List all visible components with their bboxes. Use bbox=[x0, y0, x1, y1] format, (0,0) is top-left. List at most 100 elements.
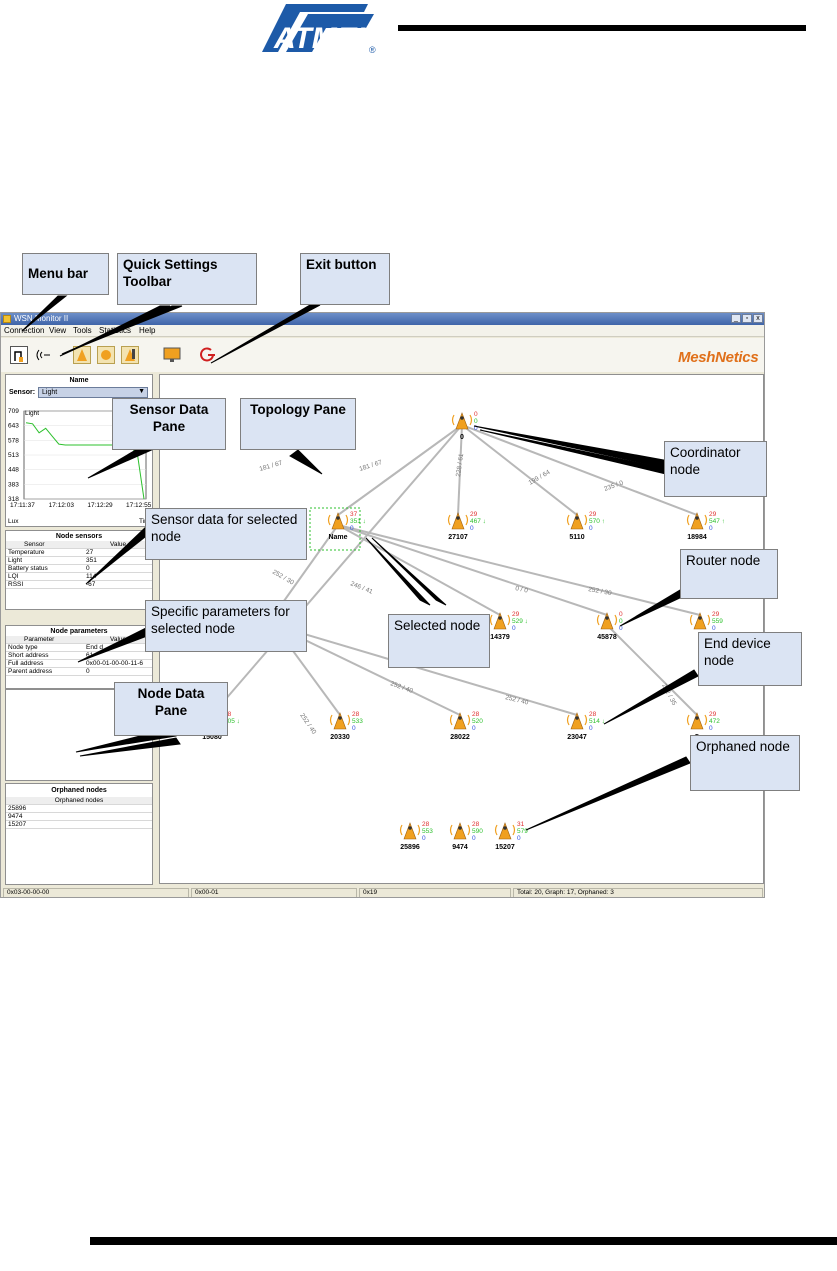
router-icon bbox=[101, 350, 111, 360]
chart-xtick-label: 17:12:03 bbox=[49, 502, 75, 509]
monitor-icon bbox=[163, 347, 181, 362]
node-light: 0 bbox=[474, 418, 478, 425]
node-sensor-value: 351 bbox=[86, 557, 97, 564]
connect-button[interactable] bbox=[10, 346, 28, 364]
quick-settings-leader-2 bbox=[61, 305, 183, 355]
orphaned-node-row[interactable]: 15207 bbox=[6, 821, 152, 829]
node-id-label: 28022 bbox=[450, 734, 470, 741]
end-device-icon bbox=[125, 349, 135, 361]
status-address: 0x03-00-00-00 bbox=[3, 888, 189, 897]
antenna-tip bbox=[575, 716, 579, 720]
chevron-down-icon: ▼ bbox=[138, 388, 145, 395]
node-id-label: 9474 bbox=[452, 844, 468, 851]
orphaned-node-row[interactable]: 9474 bbox=[6, 813, 152, 821]
antenna-node-icon bbox=[493, 612, 507, 630]
node-parameter-value: 0x00-01-00-00-11-6 bbox=[86, 660, 143, 667]
orphaned-node-id: 25896 bbox=[8, 805, 27, 812]
chart-xtick-label: 17:12:29 bbox=[87, 502, 113, 509]
antenna-node-icon bbox=[498, 822, 512, 840]
node-battery: 0 bbox=[472, 835, 476, 842]
node-sensor-row[interactable]: Light 351 bbox=[6, 557, 152, 565]
node-temperature: 28 bbox=[422, 821, 430, 828]
node-sensor-row[interactable]: RSSI-67 bbox=[6, 581, 152, 589]
antenna-tip bbox=[338, 716, 342, 720]
menu-connection[interactable]: Connection bbox=[4, 326, 45, 335]
node-sensor-name: Temperature bbox=[8, 549, 45, 556]
node-sensors-title: Node sensors bbox=[55, 533, 103, 540]
chart-series-label: Light bbox=[25, 410, 39, 417]
callout-router-node: Router node bbox=[680, 549, 778, 599]
node-parameter-value: End d bbox=[86, 644, 103, 651]
node-temperature: 28 bbox=[472, 711, 480, 718]
node-id-label: 5110 bbox=[569, 534, 584, 541]
topology-link bbox=[211, 424, 463, 716]
sensor-select[interactable]: Light ▼ bbox=[38, 387, 148, 398]
node-light: 553 bbox=[422, 828, 433, 835]
exit-button[interactable] bbox=[199, 346, 217, 364]
node-sensor-name: LQI bbox=[8, 573, 19, 580]
signal-waves-icon bbox=[447, 514, 469, 526]
window-title: WSN Monitor II bbox=[14, 314, 69, 323]
node-parameters-header: Parameter Value bbox=[6, 636, 152, 644]
show-router-button[interactable] bbox=[97, 346, 115, 364]
antenna-node-icon bbox=[451, 512, 465, 530]
menu-tools[interactable]: Tools bbox=[73, 326, 92, 335]
node-battery: 0 bbox=[589, 525, 593, 532]
footer-rule bbox=[90, 1237, 837, 1245]
orphaned-node-leader bbox=[525, 756, 691, 831]
connect-icon bbox=[14, 351, 23, 362]
node-temperature: 29 bbox=[709, 711, 717, 718]
antenna-tip bbox=[460, 416, 464, 420]
node-id-label: 23047 bbox=[567, 734, 587, 741]
sensor-select-value: Light bbox=[42, 389, 58, 396]
maximize-button[interactable]: ▫ bbox=[742, 314, 752, 323]
node-sensor-value: 114 bbox=[86, 573, 97, 580]
node-sensor-name: Light bbox=[8, 557, 23, 564]
close-button[interactable]: x bbox=[753, 314, 763, 323]
node-battery: 0 bbox=[619, 625, 623, 632]
node-temperature: 29 bbox=[470, 511, 478, 518]
node-sensor-row[interactable]: LQI 114 bbox=[6, 573, 152, 581]
signal-waves-icon bbox=[329, 714, 351, 726]
minimize-button[interactable]: _ bbox=[731, 314, 741, 323]
orphaned-node-row[interactable]: 25896 bbox=[6, 805, 152, 813]
ping-button[interactable] bbox=[33, 346, 51, 364]
selected-node-leader-2 bbox=[371, 537, 447, 606]
menu-help[interactable]: Help bbox=[139, 326, 156, 335]
callout-quick-settings: Quick Settings Toolbar bbox=[117, 253, 257, 305]
node-data-pane-leader-2 bbox=[79, 737, 181, 757]
node-battery: 0 bbox=[474, 425, 478, 432]
show-end-device-button[interactable] bbox=[121, 346, 139, 364]
antenna-tip bbox=[498, 616, 502, 620]
signal-waves-icon bbox=[451, 414, 473, 426]
display-button[interactable] bbox=[163, 346, 181, 364]
atmel-logo-text: ATMEL bbox=[273, 22, 375, 55]
status-totals: Total: 20, Graph: 17, Orphaned: 3 bbox=[513, 888, 763, 897]
signal-waves-icon bbox=[399, 824, 421, 836]
menu-view[interactable]: View bbox=[49, 326, 67, 335]
name-header: Name bbox=[69, 377, 89, 384]
topology-link bbox=[457, 424, 463, 516]
title-bar[interactable]: WSN Monitor II _ ▫ x bbox=[1, 313, 764, 325]
node-battery: 0 bbox=[512, 625, 516, 632]
